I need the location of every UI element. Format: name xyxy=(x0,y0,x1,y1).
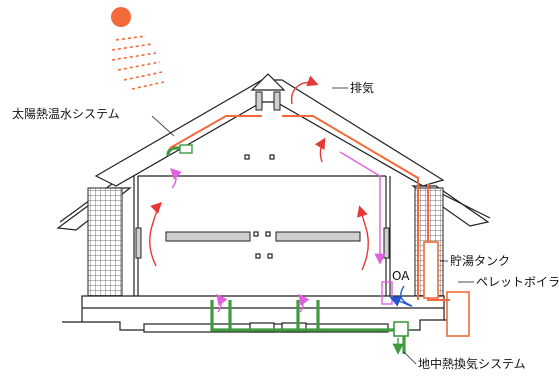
solar-piping xyxy=(169,115,470,337)
mid-floor xyxy=(165,231,361,259)
sun-rays xyxy=(111,35,165,90)
label-geothermal-system: 地中熱換気システム xyxy=(418,356,526,371)
main-roof xyxy=(94,73,445,187)
label-outside-air: OA xyxy=(392,269,410,283)
sun-icon xyxy=(111,7,131,27)
label-exhaust: 排気 xyxy=(350,80,374,95)
circulating-air-flows xyxy=(170,151,393,313)
warm-air-flows xyxy=(149,75,369,271)
label-solar-system: 太陽熱温水システム xyxy=(12,106,120,121)
label-pellet-boiler: ペレットボイラ xyxy=(476,275,559,289)
leader-lines xyxy=(151,87,474,365)
label-storage-tank: 貯湯タンク xyxy=(450,254,510,268)
geothermal-pipes xyxy=(166,144,409,355)
left-outer-wall xyxy=(87,187,123,299)
outside-air-flow xyxy=(389,285,413,307)
